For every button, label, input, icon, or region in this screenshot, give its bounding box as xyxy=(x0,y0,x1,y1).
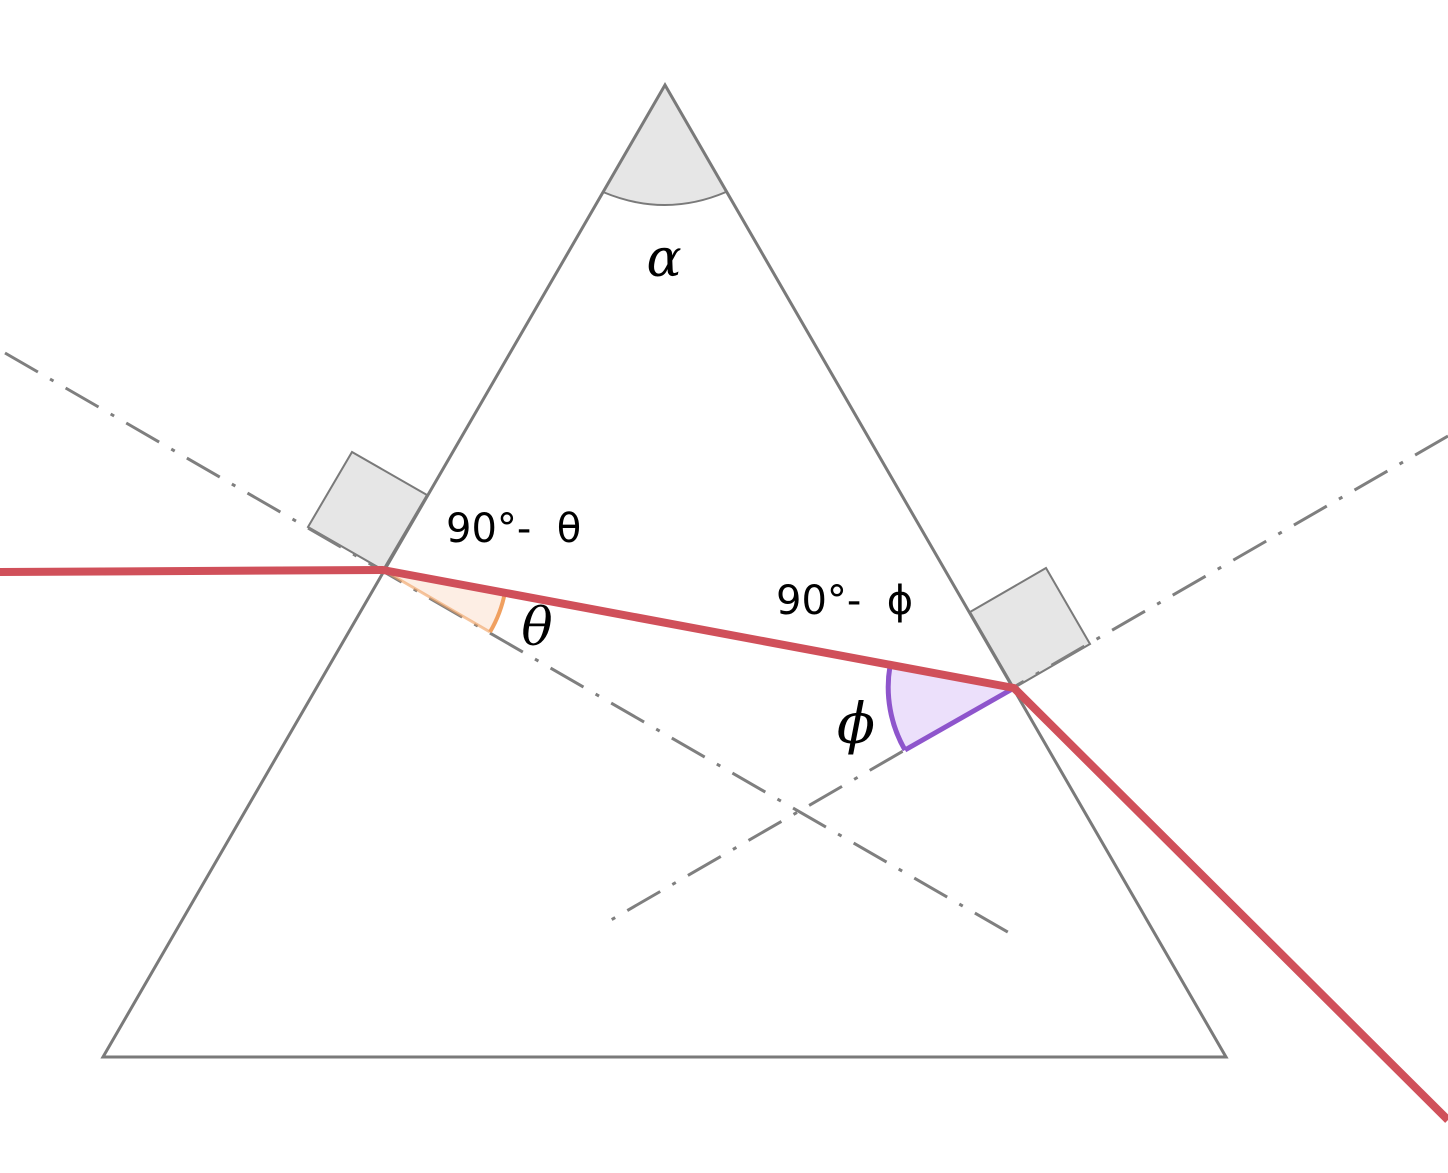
theta-angle-edge xyxy=(382,568,491,634)
complement-phi-label: 90°- ϕ xyxy=(776,578,913,624)
phi-angle-arc xyxy=(885,665,908,752)
light-ray xyxy=(0,566,1448,1123)
phi-angle-wedge xyxy=(888,666,1014,750)
normal-line-left xyxy=(4,351,1019,940)
alpha-label: α xyxy=(646,229,681,289)
theta-angle-wedge xyxy=(383,570,505,632)
theta-label: θ xyxy=(521,598,552,658)
phi-angle-edge xyxy=(903,685,1016,753)
right-angle-marker-left xyxy=(306,450,429,572)
complement-theta-label: 90°- θ xyxy=(446,506,581,552)
normal-line-right xyxy=(603,434,1448,926)
right-angle-marker-right xyxy=(968,566,1092,690)
apex-angle-marker xyxy=(603,85,726,205)
apex-angle-arc xyxy=(602,191,727,206)
phi-label: ϕ xyxy=(837,692,875,757)
